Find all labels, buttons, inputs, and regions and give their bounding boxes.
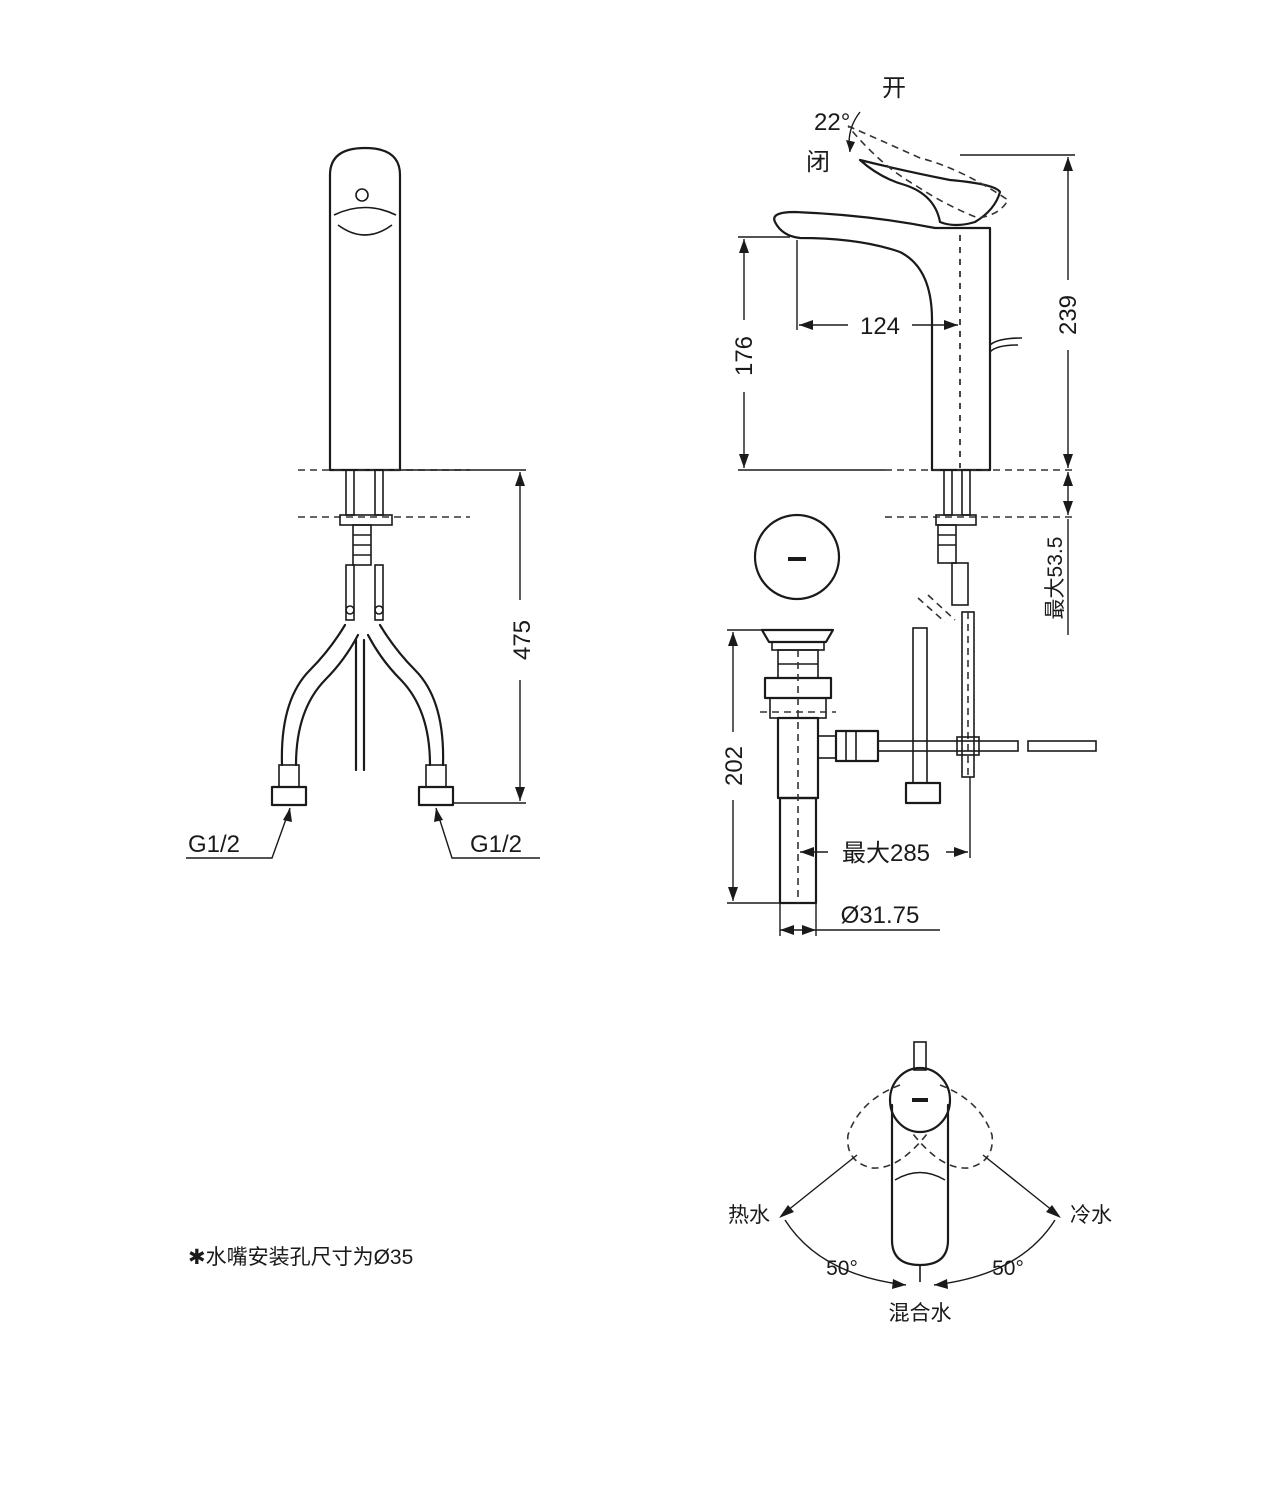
rod-left — [345, 564, 355, 621]
drain-cap-top — [753, 513, 841, 601]
faucet-body-front — [328, 146, 402, 472]
arc-hot — [784, 1219, 907, 1286]
clevis-clip — [956, 736, 980, 756]
pivot-rod — [877, 740, 1019, 752]
lever-top-center — [890, 1103, 950, 1267]
spout-tip-top — [913, 1041, 927, 1071]
side-stud — [943, 469, 953, 516]
label-cold-water: 冷水 — [1070, 1204, 1112, 1227]
hose-right-inner — [366, 633, 432, 767]
spout-outlet-bottom — [337, 224, 393, 236]
hose-nut-right — [417, 785, 455, 807]
thread-label-left: G1/2 — [188, 831, 240, 858]
dim-label-max-53-5: 最大53.5 — [1044, 537, 1067, 620]
dim-label-max-285: 最大285 — [842, 840, 930, 867]
angle-label-left: 50° — [826, 1257, 858, 1280]
stud-right — [374, 469, 384, 516]
hose-right-outer — [378, 623, 445, 767]
hose-ferrule-left — [278, 764, 300, 788]
lever-handle-closed — [858, 158, 1002, 227]
lever-handle-open — [847, 125, 1010, 219]
faucet-body-side — [773, 210, 992, 472]
pop-up-rod-upper — [951, 562, 969, 606]
label-hot-water: 热水 — [728, 1204, 770, 1227]
label-mixed-water: 混合水 — [889, 1302, 952, 1325]
dim-label-202: 202 — [721, 746, 748, 786]
hose-left-inner — [294, 633, 360, 767]
popup-knob — [989, 337, 1023, 346]
hose-left-outer — [280, 623, 347, 767]
stud-left — [345, 469, 355, 516]
dim-label-475: 475 — [509, 620, 536, 660]
angle-label-right: 50° — [992, 1257, 1024, 1280]
spout-outlet-top — [333, 206, 397, 216]
installation-note: ✱水嘴安装孔尺寸为Ø35 — [188, 1246, 413, 1269]
drain-side-port — [817, 735, 837, 759]
drain-cap-slot — [788, 557, 806, 561]
leader-thread-left — [186, 807, 291, 859]
label-close: 闭 — [806, 149, 830, 176]
dim-label-diameter: Ø31.75 — [841, 902, 920, 929]
pivot-rod-end — [1027, 740, 1097, 752]
drain-flange — [760, 628, 835, 644]
aerator-dot — [355, 188, 369, 202]
lift-rod-nut — [904, 781, 942, 805]
rod-right — [374, 564, 384, 621]
handle-angle-label: 22° — [814, 109, 850, 136]
lever-top-hot — [846, 1084, 931, 1169]
hose-ferrule-right — [425, 764, 447, 788]
arrow-hot — [781, 1154, 858, 1216]
hose-nut-left — [270, 785, 308, 807]
side-shank-nut — [937, 524, 957, 564]
side-view: 22° 开 闭 — [721, 75, 1097, 936]
thread-label-right: G1/2 — [470, 831, 522, 858]
leader-thread-right — [435, 807, 540, 859]
body-top-circle — [888, 1066, 952, 1134]
lever-top-cold — [909, 1084, 994, 1169]
lift-rod — [912, 627, 928, 784]
label-open: 开 — [882, 75, 906, 102]
pivot-nut — [834, 729, 880, 763]
dim-label-176: 176 — [731, 336, 758, 376]
dim-label-124: 124 — [860, 313, 900, 340]
arrow-cold — [982, 1154, 1059, 1216]
arc-cold — [933, 1219, 1056, 1286]
dim-label-239: 239 — [1055, 295, 1082, 335]
top-view: 热水 冷水 50° 50° 混合水 — [728, 1041, 1112, 1325]
front-view: 475 G1/2 G1/2 — [186, 146, 540, 859]
